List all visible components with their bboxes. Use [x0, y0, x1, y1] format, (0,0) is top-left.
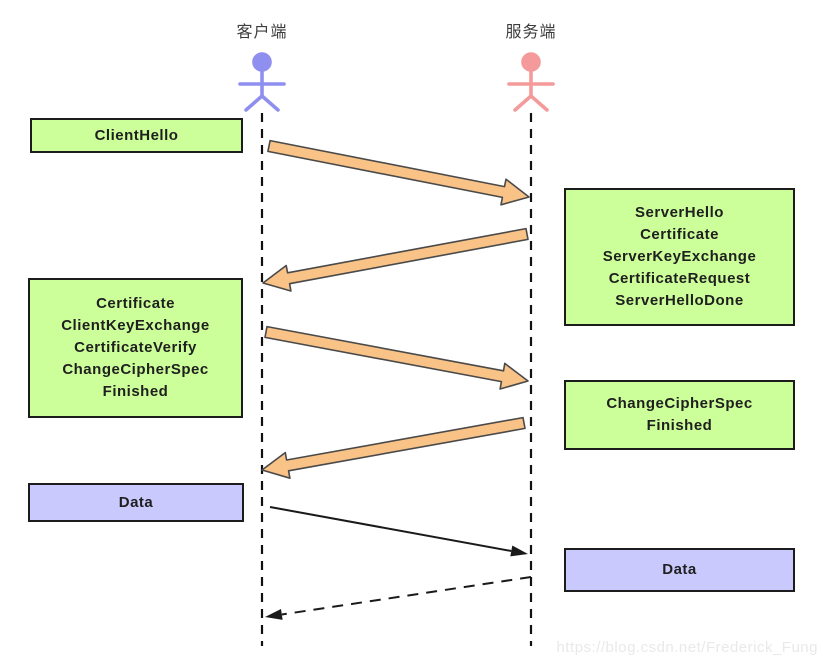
message-line: Finished — [646, 417, 713, 434]
client-data-arrow-line — [269, 506, 512, 552]
message-line: Finished — [102, 383, 169, 400]
server-data-arrow-head — [265, 609, 283, 620]
watermark: https://blog.csdn.net/Frederick_Fung — [556, 639, 818, 656]
message-line: ClientKeyExchange — [61, 317, 210, 334]
message-line: ChangeCipherSpec — [62, 361, 209, 378]
server-data-box: Data — [564, 548, 795, 592]
message-line: ServerKeyExchange — [602, 248, 757, 265]
client-actor-icon — [238, 52, 286, 112]
server-hello-arrow — [262, 227, 529, 292]
message-line: Certificate — [640, 226, 719, 243]
client-hello-arrow — [267, 139, 530, 206]
message-line: ChangeCipherSpec — [606, 395, 753, 412]
server-finish-box: ChangeCipherSpec Finished — [564, 380, 795, 450]
client-finish-arrow — [264, 325, 529, 390]
message-line: Data — [662, 561, 697, 578]
message-line: CertificateVerify — [74, 339, 197, 356]
client-actor-label: 客户端 — [236, 24, 288, 41]
message-line: ClientHello — [94, 126, 179, 144]
server-actor-icon — [507, 52, 555, 112]
client-data-box: Data — [28, 483, 244, 522]
client-hello-box: ClientHello — [30, 118, 243, 153]
message-arrows — [261, 139, 532, 620]
message-line: ServerHello — [635, 204, 724, 221]
client-finish-box: Certificate ClientKeyExchange Certificat… — [28, 278, 243, 418]
server-actor-label: 服务端 — [505, 24, 557, 41]
server-data-arrow-line — [281, 576, 532, 616]
client-data-arrow-head — [510, 545, 528, 557]
message-line: CertificateRequest — [608, 270, 751, 287]
server-hello-box: ServerHello Certificate ServerKeyExchang… — [564, 188, 795, 326]
message-line: Certificate — [96, 295, 175, 312]
message-line: ServerHelloDone — [615, 292, 744, 309]
server-finish-arrow — [261, 416, 526, 480]
message-line: Data — [118, 493, 154, 511]
